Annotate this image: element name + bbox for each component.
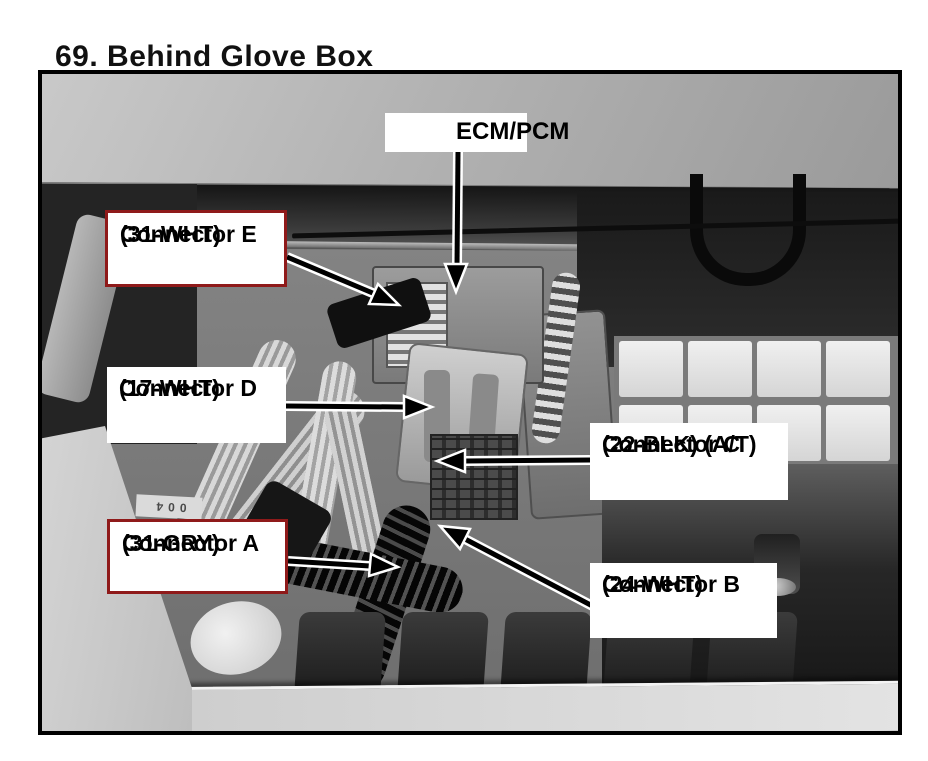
label-connector-b: Connector B (24-WHT) [590, 563, 777, 638]
page-title: 69. Behind Glove Box [55, 40, 374, 74]
arrow-ecm-pcm [443, 151, 469, 296]
arrow-connector-e [285, 252, 403, 307]
label-text: (22-BLK) (A/T) [602, 431, 757, 457]
label-text: Connector B [602, 571, 740, 597]
label-connector-e: Connector E (31-WHT) [105, 210, 287, 287]
arrow-connector-b [436, 524, 605, 616]
foam-block [826, 405, 890, 461]
arrow-connector-d [285, 394, 436, 420]
arrow-connector-c [433, 448, 591, 474]
foam-block [826, 341, 890, 397]
label-connector-a: Connector A (31-GRY) [107, 519, 288, 594]
label-text: Connector E [120, 221, 257, 247]
foam-block [619, 341, 683, 397]
label-connector-d: Connector D (17-WHT) [107, 367, 286, 443]
foam-block [688, 341, 752, 397]
label-text: ECM/PCM [456, 118, 570, 145]
label-text: (31-GRY) [122, 530, 220, 556]
label-text: Connector A [122, 530, 260, 556]
label-text: Connector D [119, 375, 257, 401]
label-text: (17-WHT) [119, 375, 220, 401]
connector-c-housing [430, 434, 518, 520]
foam-block [757, 341, 821, 397]
figure-photo: 004 [38, 70, 902, 735]
label-text: (31-WHT) [120, 221, 221, 247]
label-text: (24-WHT) [602, 571, 703, 597]
label-connector-c: Connector C (22-BLK) (A/T) [590, 423, 788, 500]
label-text: Connector C [602, 431, 740, 457]
label-ecm-pcm: ECM/PCM [385, 113, 569, 152]
arrow-connector-a [287, 552, 402, 578]
callout-arrows [285, 151, 605, 616]
